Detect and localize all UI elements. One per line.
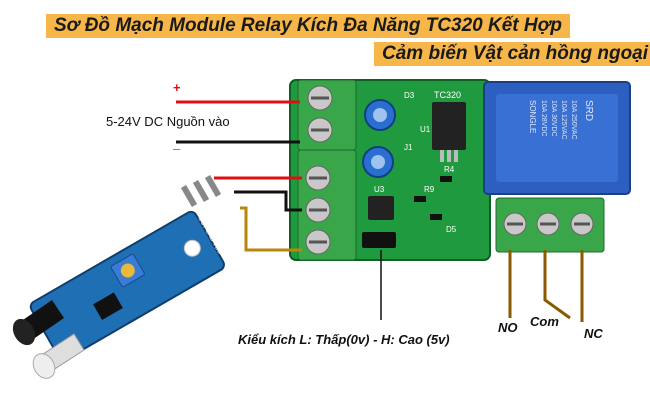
- output-com-label: Com: [530, 314, 559, 329]
- capacitor-1: [364, 99, 396, 131]
- relay-maker: SONGLE: [528, 100, 537, 133]
- label-r4: R4: [444, 165, 455, 174]
- relay-brand: SRD: [583, 100, 594, 121]
- trigger-mode-note: Kiểu kích L: Thấp(0v) - H: Cao (5v): [238, 332, 450, 347]
- ir-sensor-board: [29, 210, 225, 361]
- power-voltage: 5-24V DC: [106, 114, 164, 129]
- trigger-jumper: [362, 232, 396, 248]
- label-d5: D5: [446, 225, 457, 234]
- label-d3: D3: [404, 91, 415, 100]
- com-wire: [543, 250, 571, 320]
- relay-text-4: 10A 28VDC: [540, 100, 547, 137]
- power-terminal-block: [297, 79, 357, 151]
- sensor-out-wire: [240, 206, 302, 252]
- relay-text-2: 10A 125VAC: [560, 100, 567, 140]
- sensor-header-pins: [180, 174, 222, 208]
- power-plus-sign: +: [173, 80, 181, 95]
- u3-chip: [368, 196, 394, 220]
- power-input-label: Nguồn vào: [166, 114, 230, 129]
- label-r9: R9: [424, 185, 435, 194]
- label-u3: U3: [374, 185, 385, 194]
- input-terminal-block: [297, 149, 357, 261]
- sensor-gnd-wire: [234, 190, 302, 212]
- ir-leds: [12, 300, 85, 379]
- power-label: 5-24V DC Nguồn vào: [106, 114, 230, 129]
- label-u1: U1: [420, 125, 431, 134]
- capacitor-2: [362, 146, 394, 178]
- output-nc-label: NC: [584, 326, 603, 341]
- power-minus-sign: _: [173, 136, 181, 151]
- relay: [483, 81, 631, 195]
- output-no-label: NO: [498, 320, 518, 335]
- tc320-chip: [432, 102, 466, 150]
- label-j1: J1: [404, 143, 413, 152]
- output-terminal-block: [495, 197, 605, 253]
- title-line-2: Cảm biến Vật cản hồng ngoại: [374, 42, 650, 66]
- relay-text-1: 10A 250VAC: [570, 100, 577, 140]
- title-line-1: Sơ Đồ Mạch Module Relay Kích Đa Năng TC3…: [46, 14, 570, 38]
- relay-text-3: 10A 30VDC: [550, 100, 557, 137]
- chip-label: TC320: [434, 90, 461, 100]
